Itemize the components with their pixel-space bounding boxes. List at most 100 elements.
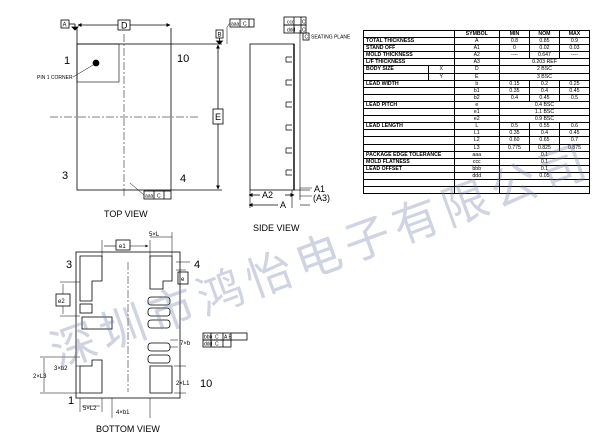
dim-e1-box [115, 239, 131, 251]
tol-ccc-label: ccc [287, 20, 295, 26]
table-cell-min: 0.775 [498, 143, 530, 152]
table-cell-nom: 0.4 [528, 86, 560, 95]
dim-a1-label: A1 [314, 184, 325, 194]
table-cell-symbol: L3 [453, 143, 500, 152]
table-cell-max: 0.03 [558, 44, 591, 53]
pin4-bottom-label: 4 [194, 259, 200, 271]
table-cell-max: 0.9 [558, 37, 591, 46]
table-cell-param: LEAD PITCH [363, 100, 455, 110]
header-symbol: SYMBOL [453, 29, 500, 39]
side-view-body [249, 43, 295, 191]
tol-aaa-top-c: C [243, 22, 247, 28]
pin3-bottom-label: 3 [66, 259, 72, 271]
tol-aaa-bottom-label: aaa [145, 194, 154, 200]
table-cell-min: 0.4 [498, 93, 530, 102]
pad-right-4 [147, 342, 171, 352]
header-param [363, 29, 455, 39]
pin3-label: 3 [62, 170, 68, 182]
side-view-leads [285, 56, 292, 176]
table-cell-max: 0.5 [558, 93, 591, 102]
dim-a2-label: A2 [262, 190, 273, 200]
table-cell-max: ---- [558, 51, 591, 60]
dim-e-bottom-label: e [181, 277, 185, 283]
tol-bbb-label: bbb [204, 335, 213, 341]
tol-bbb-ab: A B [224, 335, 232, 341]
header-min: MIN [498, 29, 530, 39]
dim-a-label: A [280, 200, 286, 210]
dim-a3-label: (A3) [313, 193, 330, 203]
dim-3xb2-label: 3×b2 [54, 366, 68, 372]
table-cell-value: 0.4 BSC [498, 100, 591, 110]
table-cell-symbol [453, 178, 500, 188]
tol-ddd-box [283, 24, 307, 34]
bottom-view [40, 232, 248, 418]
pin1-label: 1 [64, 55, 70, 67]
bottom-view-body [75, 251, 181, 399]
table-cell-max: 0.25 [558, 79, 591, 88]
table-cell-value: 0.05 [498, 171, 591, 180]
table-cell-param [363, 108, 455, 117]
header-nom: NOM [528, 29, 560, 39]
dim-d-label: D [121, 21, 128, 31]
table-cell-param [363, 115, 455, 124]
datum-c-label: C [305, 35, 309, 41]
table-cell-symbol: e [453, 100, 500, 110]
table-cell-param: MOLD THICKNESS [363, 51, 455, 60]
table-cell-value: 0.1 [498, 157, 591, 166]
table-cell-max: 0.875 [558, 143, 591, 152]
table-cell-nom: 0.55 [528, 122, 560, 131]
table-cell-symbol: A [453, 37, 500, 46]
table-cell-param [363, 86, 455, 95]
table-cell-param: MOLD FLATNESS [363, 157, 455, 166]
pin1-corner-label: PIN 1 CORNER [37, 75, 73, 81]
table-cell-param: STAND OFF [363, 44, 455, 53]
table-row [363, 186, 591, 195]
pad-right-5 [147, 354, 171, 364]
side-view [248, 16, 312, 208]
table-cell-symbol: A3 [453, 58, 500, 67]
bottom-view-title: BOTTOM VIEW [96, 424, 160, 434]
pin10-bottom-label: 10 [200, 378, 212, 390]
table-cell-min: 0.5 [498, 122, 530, 131]
table-cell-param [363, 186, 455, 195]
pad-right-3 [147, 319, 171, 329]
pin1-bottom-label: 1 [68, 395, 74, 407]
table-cell-value [498, 186, 591, 195]
table-cell-min: 0.15 [498, 79, 530, 88]
pad-4 [149, 255, 173, 290]
table-cell-max: 0.45 [558, 129, 591, 138]
pin4-label: 4 [180, 173, 186, 185]
dim-5xl-label: 5×L [149, 232, 160, 238]
datum-a-label: A [63, 23, 67, 29]
pin1-area [76, 43, 120, 83]
table-cell-nom: 0.45 [528, 93, 560, 102]
table-cell-value: 2 BSC [498, 65, 591, 74]
table-cell-symbol: b2 [453, 93, 500, 102]
table-cell-param: LEAD OFFSET [363, 164, 455, 173]
side-view-labels: ccc C ddd C C SEATING PLANE A2 A A1 (A3)… [253, 20, 351, 234]
pin10-label: 10 [177, 53, 189, 65]
top-view-title: TOP VIEW [104, 209, 148, 219]
pad-10 [149, 365, 173, 394]
table-cell-max: 0.45 [558, 86, 591, 95]
table-cell-symbol: A2 [453, 51, 500, 60]
table-cell-param: PACKAGE EDGE TOLERANCE [363, 150, 455, 159]
dim-4xb1-label: 4×b1 [116, 410, 130, 416]
tol-ddd-label: ddd [287, 28, 296, 34]
table-header-row: SYMBOL MIN NOM MAX [363, 29, 591, 39]
pad-center [81, 316, 113, 330]
